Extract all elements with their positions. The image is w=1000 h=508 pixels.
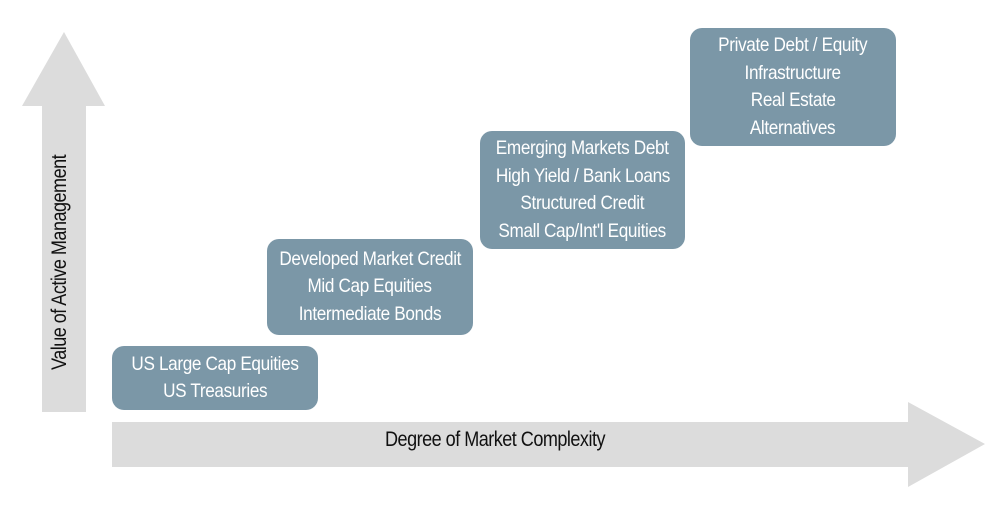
y-axis-arrow: [22, 32, 105, 412]
tier-1-line: US Large Cap Equities: [131, 352, 299, 375]
tier-3-line: Small Cap/Int'l Equities: [498, 219, 667, 242]
tier-3-line: Emerging Markets Debt: [496, 137, 669, 159]
tier-4-line: Alternatives: [750, 116, 836, 139]
x-axis-arrow: [112, 402, 985, 487]
tier-2-box: Developed Market Credit Mid Cap Equities…: [267, 239, 473, 335]
tier-3-box: Emerging Markets Debt High Yield / Bank …: [480, 131, 685, 249]
y-axis-label: Value of Active Management: [48, 154, 71, 370]
tier-4-box: Private Debt / Equity Infrastructure Rea…: [690, 28, 896, 146]
tier-2-line: Developed Market Credit: [279, 247, 461, 270]
tier-3-line: High Yield / Bank Loans: [495, 164, 670, 187]
tier-4-line: Infrastructure: [744, 61, 842, 84]
x-axis-label: Degree of Market Complexity: [385, 428, 605, 451]
tier-3-line: Structured Credit: [520, 192, 645, 214]
tier-1-line: US Treasuries: [162, 380, 268, 402]
tier-4-line: Private Debt / Equity: [718, 34, 868, 56]
tier-1-box: US Large Cap Equities US Treasuries: [112, 346, 318, 410]
tier-4-line: Real Estate: [750, 89, 836, 111]
tier-2-line: Intermediate Bonds: [298, 302, 442, 325]
tier-2-line: Mid Cap Equities: [307, 275, 433, 298]
